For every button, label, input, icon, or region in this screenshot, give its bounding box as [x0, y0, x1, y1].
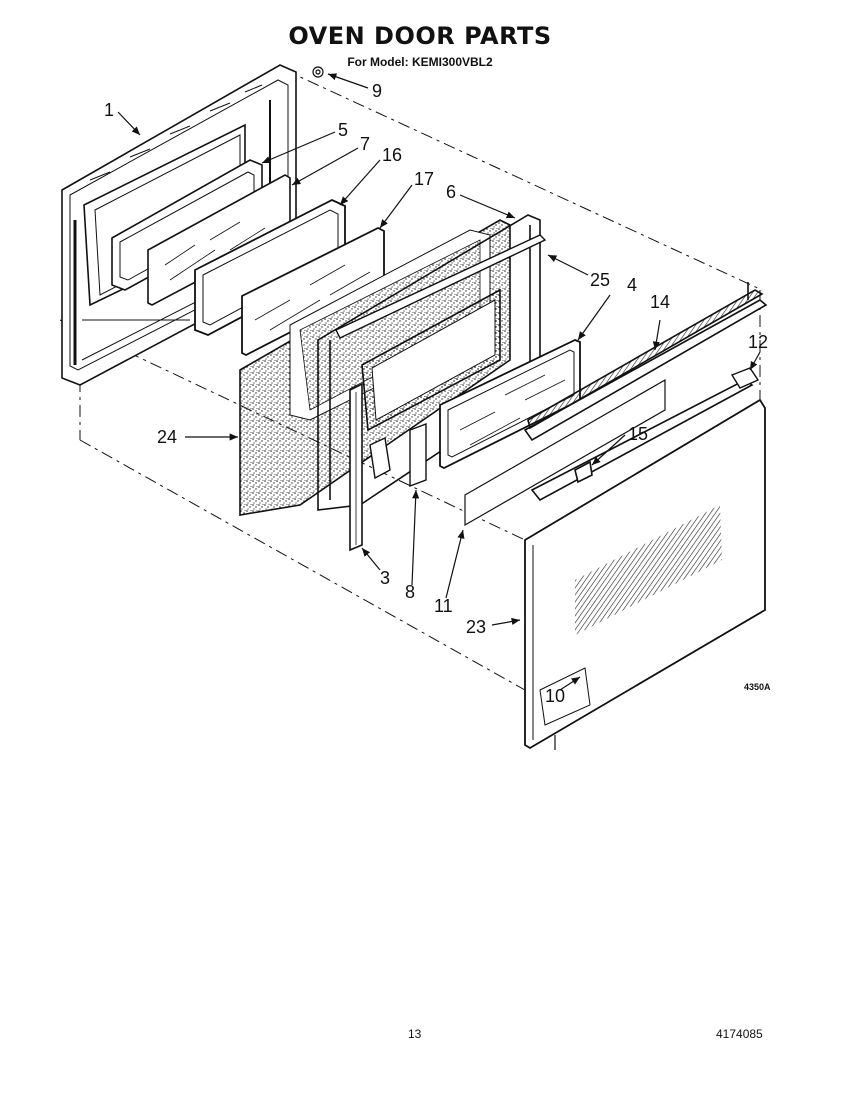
callout-3: 3: [380, 568, 390, 588]
callout-7: 7: [360, 134, 370, 154]
callout-11: 11: [434, 596, 453, 616]
document-number: 4174085: [716, 1027, 763, 1041]
callout-23: 23: [466, 617, 486, 637]
callout-5: 5: [338, 120, 348, 140]
handle-part-15: [530, 379, 754, 502]
callout-labels: 1 5 7 16 17 6 9 25 4 14 12 15 24 3 8 11 …: [104, 81, 771, 706]
outer-door-panel-part-23: [524, 398, 766, 750]
callout-1: 1: [104, 100, 114, 120]
callout-6: 6: [446, 182, 456, 202]
callout-25: 25: [590, 270, 610, 290]
callout-14: 14: [650, 292, 670, 312]
model-subtitle: For Model: KEMI300VBL2: [347, 55, 493, 69]
callout-16: 16: [382, 145, 402, 165]
diagram-title: OVEN DOOR PARTS: [288, 22, 552, 50]
callout-15: 15: [628, 424, 648, 444]
page-number: 13: [408, 1027, 422, 1041]
callout-10: 10: [545, 686, 565, 706]
handle-bracket-part-12: [730, 367, 760, 389]
callout-17: 17: [414, 169, 434, 189]
bracket-part-8: [369, 422, 427, 488]
leader-lines: [117, 73, 761, 691]
callout-4: 4: [627, 275, 637, 295]
strip-part-25: [335, 234, 547, 339]
illustration-code: 4350A: [744, 682, 771, 692]
side-channel-part-3: [349, 382, 363, 552]
top-trim-part-14: [523, 282, 768, 442]
callout-9: 9: [372, 81, 382, 101]
callout-24: 24: [157, 427, 177, 447]
callout-8: 8: [405, 582, 415, 602]
callout-12: 12: [748, 332, 768, 352]
screw-part-9: [312, 66, 324, 78]
vent-panel-part-11: [464, 378, 666, 527]
